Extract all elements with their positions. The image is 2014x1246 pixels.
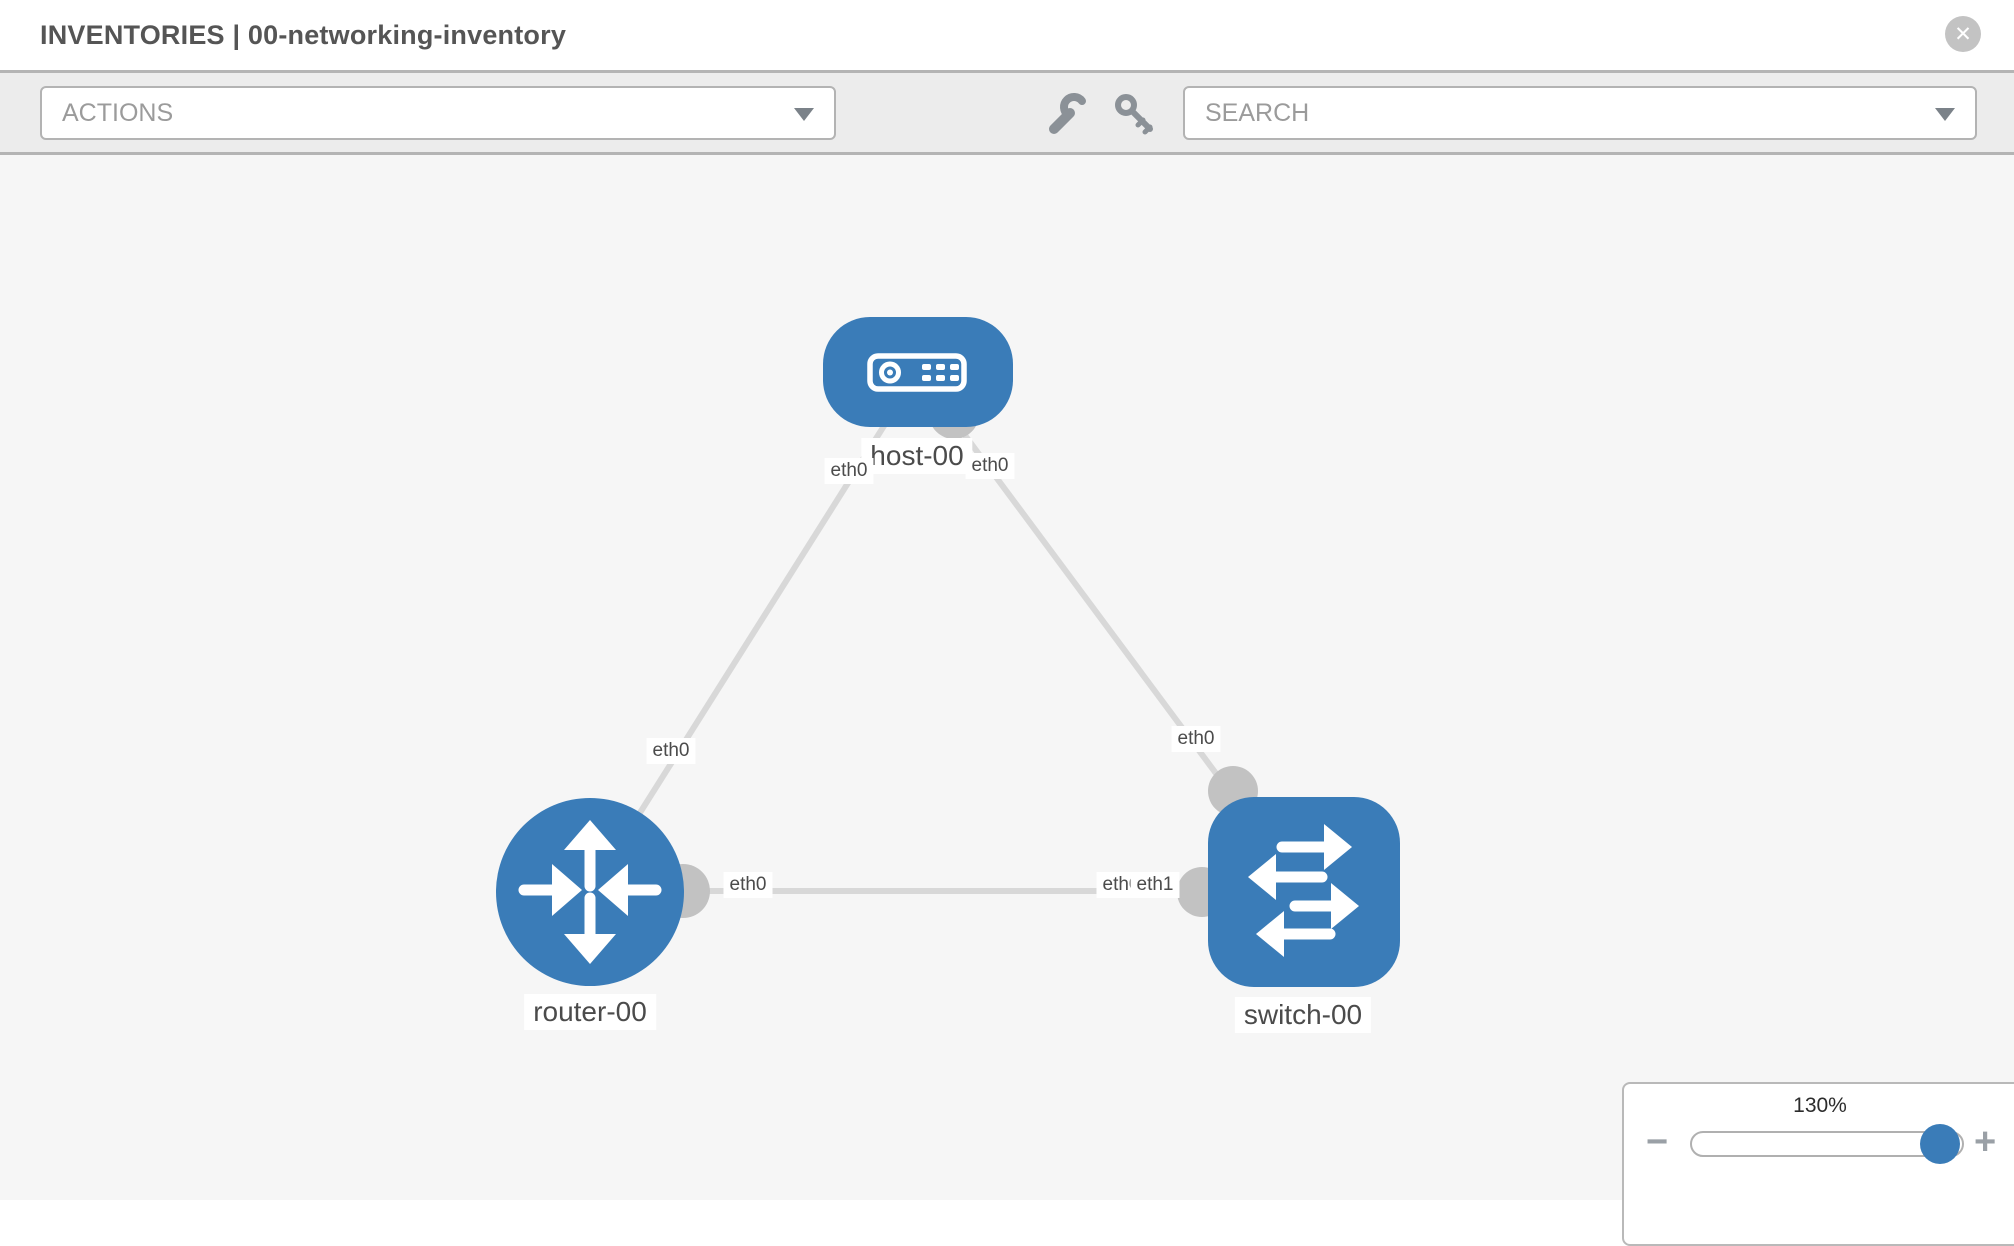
zoom-control-panel: 130% − + — [1622, 1082, 2014, 1246]
iface-label-switch-eth1: eth1 — [1130, 872, 1180, 898]
node-router-00[interactable] — [496, 798, 684, 986]
iface-label-router-eth0: eth0 — [646, 738, 696, 764]
node-host-00[interactable] — [823, 317, 1013, 427]
key-tooth — [1142, 124, 1153, 135]
switch-icon — [1248, 824, 1359, 957]
actions-dropdown[interactable]: ACTIONS — [40, 86, 836, 140]
actions-dropdown-label: ACTIONS — [62, 98, 174, 127]
zoom-in-button[interactable]: + — [1974, 1121, 1997, 1163]
node-label-host-00: host-00 — [861, 438, 973, 474]
node-label-router-00: router-00 — [524, 994, 656, 1030]
key-icon[interactable] — [1112, 91, 1156, 135]
search-dropdown-label: SEARCH — [1205, 98, 1310, 127]
header-bar: INVENTORIES | 00-networking-inventory ✕ — [0, 0, 2014, 73]
iface-label-router-eth0-bottom: eth0 — [723, 872, 773, 898]
zoom-slider[interactable] — [1690, 1124, 1964, 1164]
wrench-icon[interactable] — [1046, 91, 1090, 135]
wrench-handle — [1049, 108, 1075, 134]
search-dropdown[interactable]: SEARCH — [1183, 86, 1977, 140]
host-icon — [867, 353, 967, 392]
toolbar: ACTIONS SEARCH — [0, 73, 2014, 155]
zoom-out-button[interactable]: − — [1646, 1121, 1669, 1163]
zoom-slider-handle[interactable] — [1920, 1124, 1960, 1164]
caret-down-icon — [794, 108, 814, 121]
node-switch-00[interactable] — [1208, 797, 1400, 987]
topology-svg — [496, 317, 1400, 987]
router-icon — [518, 820, 662, 964]
key-ring — [1115, 94, 1137, 116]
node-label-switch-00: switch-00 — [1234, 997, 1372, 1033]
zoom-level-label: 130% — [1793, 1094, 1847, 1117]
iface-label-switch-eth0: eth0 — [1171, 726, 1221, 752]
page-title: INVENTORIES | 00-networking-inventory — [40, 19, 567, 50]
close-icon[interactable]: ✕ — [1945, 16, 1981, 52]
key-tooth — [1135, 117, 1146, 128]
iface-label-host-switch-eth0: eth0 — [965, 453, 1015, 479]
topology-canvas[interactable]: host-00 router-00 switch-00 eth0 eth0 et… — [0, 155, 2014, 1200]
caret-down-icon — [1935, 108, 1955, 121]
close-glyph: ✕ — [1954, 22, 1972, 46]
iface-label-host-router-eth0: eth0 — [824, 458, 874, 484]
